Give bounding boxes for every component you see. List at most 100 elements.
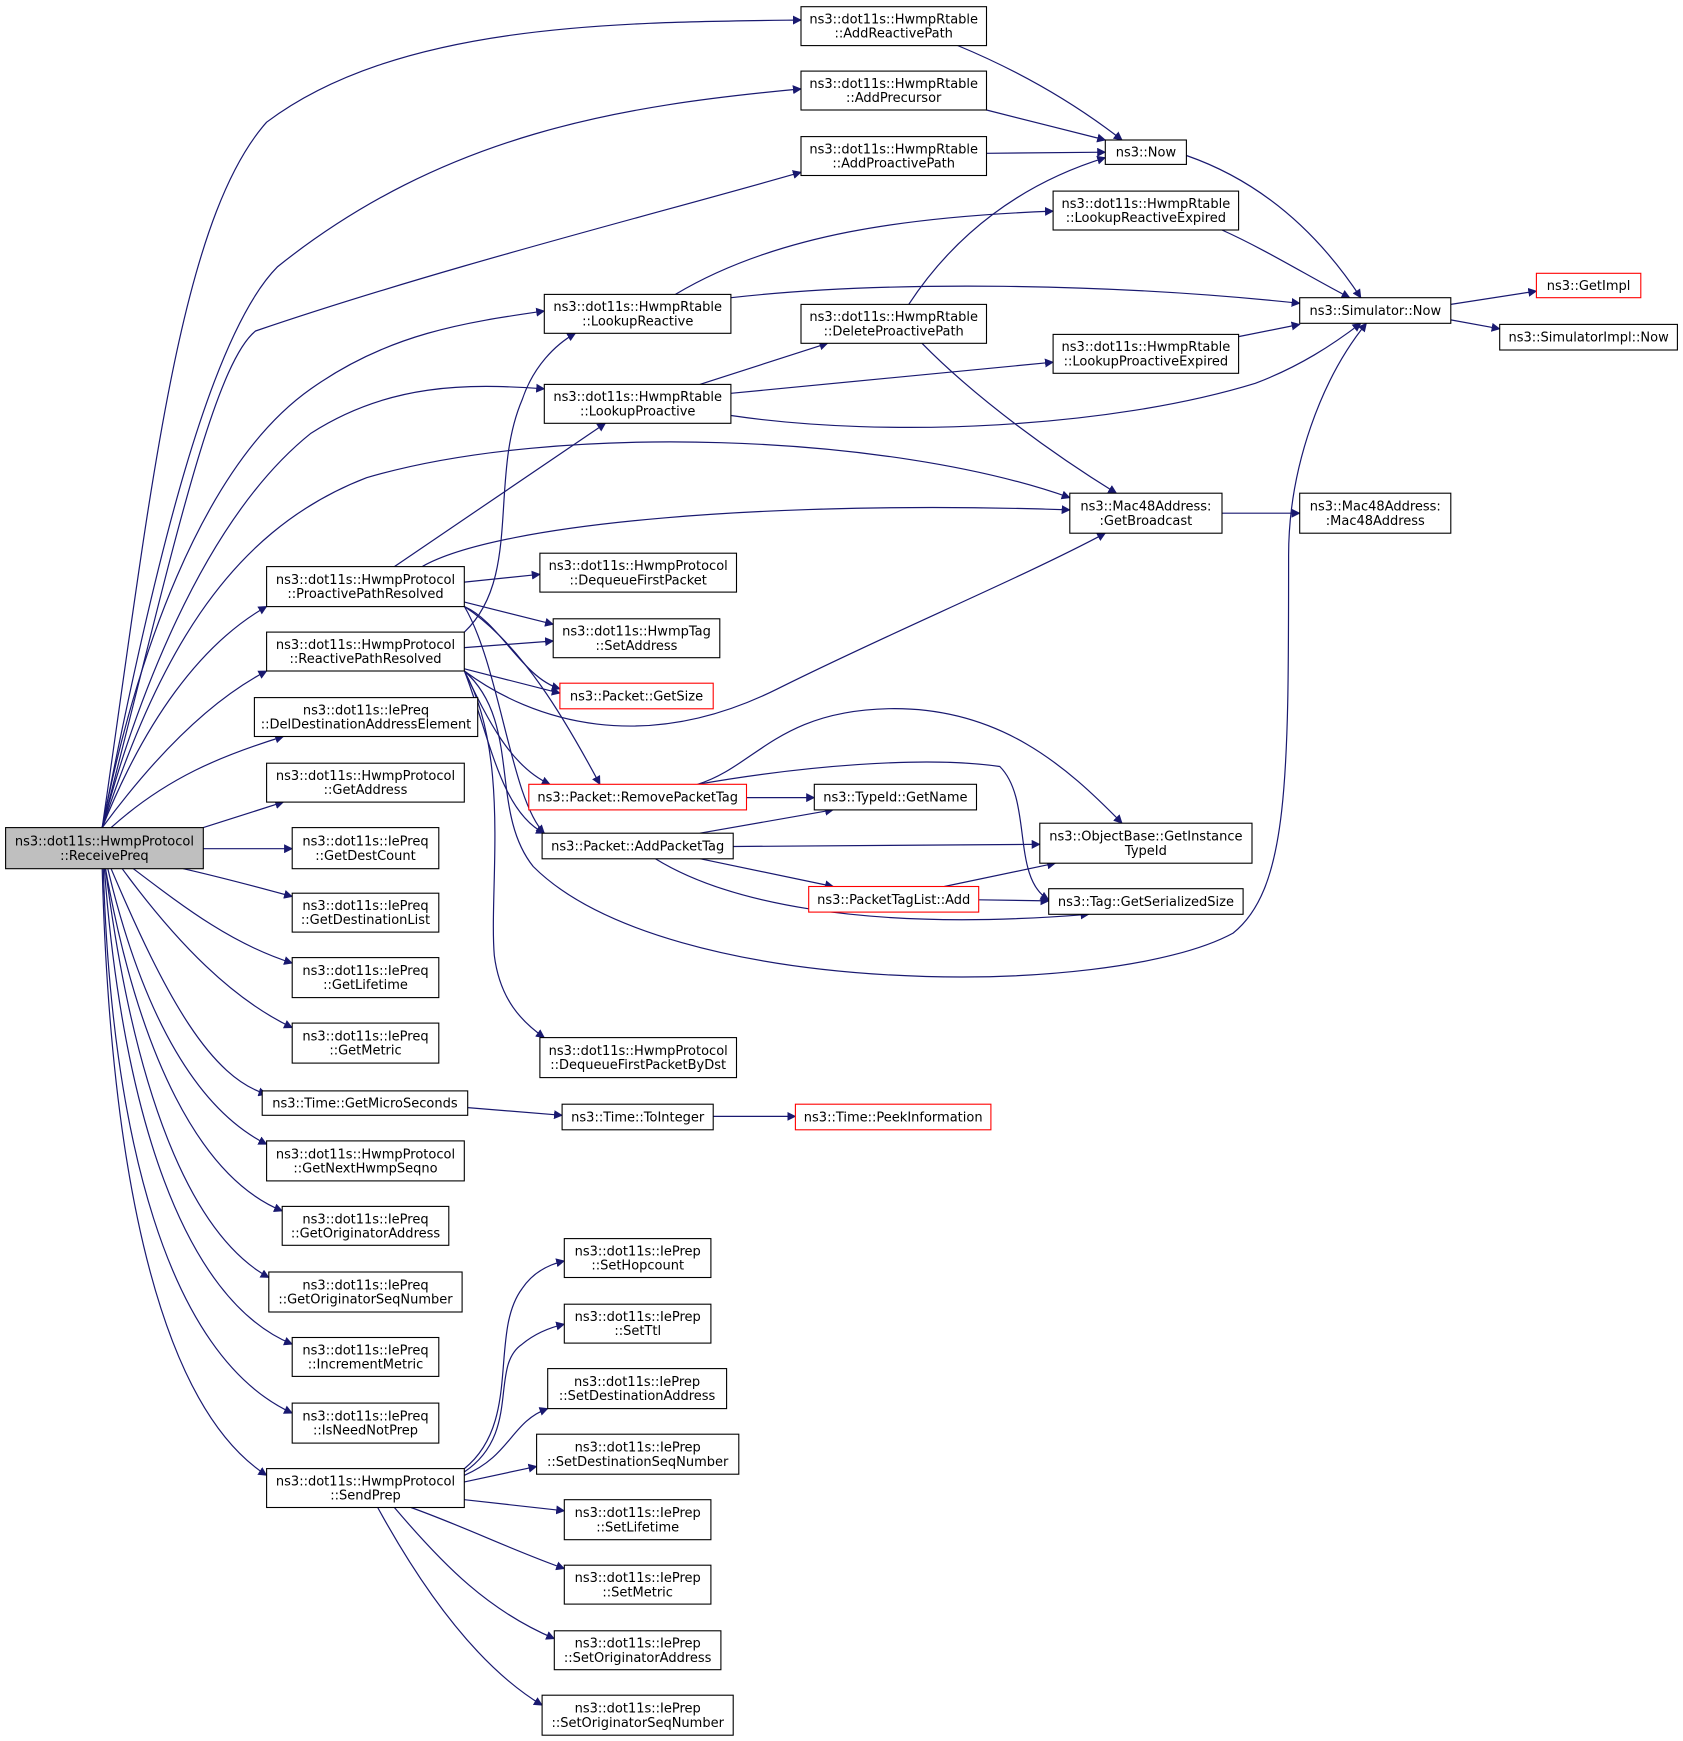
- node-label: ns3::dot11s::IePreq: [302, 1212, 428, 1227]
- node-typeidgetname[interactable]: ns3::TypeId::GetName: [813, 783, 978, 811]
- node-getbroadcast[interactable]: ns3::Mac48Address::GetBroadcast: [1069, 492, 1223, 534]
- node-hwmptagsetaddress[interactable]: ns3::dot11s::HwmpTag::SetAddress: [552, 618, 721, 659]
- node-receivepreq[interactable]: ns3::dot11s::HwmpProtocol::ReceivePreq: [5, 827, 204, 870]
- node-getdestinationlist[interactable]: ns3::dot11s::IePreq::GetDestinationList: [291, 892, 440, 933]
- node-lookupreactiveexpired[interactable]: ns3::dot11s::HwmpRtable::LookupReactiveE…: [1052, 190, 1240, 231]
- node-label: ::LookupProactive: [580, 404, 695, 419]
- node-box: [1069, 492, 1223, 534]
- node-box: [261, 1090, 469, 1116]
- node-box: [541, 1694, 734, 1736]
- node-label: ::ProactivePathResolved: [287, 587, 443, 602]
- edge-now-to-simulatornow: [1186, 154, 1362, 299]
- node-box: [5, 827, 204, 870]
- edge-receivepreq-to-getbroadcast: [101, 441, 1071, 828]
- node-lookupreactive[interactable]: ns3::dot11s::HwmpRtable::LookupReactive: [543, 293, 732, 334]
- node-incrementmetric[interactable]: ns3::dot11s::IePreq::IncrementMetric: [291, 1336, 440, 1377]
- node-setoriginatoraddress[interactable]: ns3::dot11s::IePrep::SetOriginatorAddres…: [553, 1630, 722, 1671]
- edge-addpackettag-to-getinstancetypeid: [733, 839, 1041, 849]
- node-label: ns3::dot11s::HwmpRtable: [553, 300, 722, 315]
- node-label: ns3::Packet::RemovePacketTag: [537, 791, 738, 806]
- node-label: ns3::dot11s::HwmpProtocol: [276, 1474, 455, 1489]
- node-label: ::ReactivePathResolved: [289, 652, 441, 667]
- node-peekinformation[interactable]: ns3::Time::PeekInformation: [794, 1103, 992, 1131]
- node-box: [800, 6, 988, 47]
- node-box: [547, 1368, 728, 1410]
- node-setlifetime[interactable]: ns3::dot11s::IePrep::SetLifetime: [563, 1499, 712, 1541]
- edge-reactivepathresolved-to-getbroadcast: [464, 532, 1107, 727]
- node-mac48address[interactable]: ns3::Mac48Address::Mac48Address: [1299, 492, 1452, 534]
- node-label: ::IsNeedNotPrep: [313, 1424, 418, 1439]
- edge-lookupproactive-to-lookupproactiveexpired: [730, 358, 1054, 394]
- node-timetointeger[interactable]: ns3::Time::ToInteger: [561, 1103, 714, 1131]
- node-label: ::GetDestCount: [315, 849, 415, 864]
- node-getlifetime[interactable]: ns3::dot11s::IePreq::GetLifetime: [291, 957, 440, 999]
- node-packetgetsize[interactable]: ns3::Packet::GetSize: [559, 682, 714, 710]
- node-box: [266, 1140, 465, 1182]
- node-label: ns3::dot11s::IePreq: [302, 964, 428, 979]
- node-packettaglistadd[interactable]: ns3::PacketTagList::Add: [808, 885, 980, 913]
- node-dequeuefirstpacket[interactable]: ns3::dot11s::HwmpProtocol::DequeueFirstP…: [539, 552, 738, 593]
- node-label: ns3::dot11s::HwmpProtocol: [276, 1147, 455, 1162]
- node-label: ns3::dot11s::IePrep: [575, 1571, 701, 1586]
- node-box: [794, 1103, 992, 1131]
- node-setoriginatorseqnumber[interactable]: ns3::dot11s::IePrep::SetOriginatorSeqNum…: [541, 1694, 734, 1736]
- node-setdestinationseqnumber[interactable]: ns3::dot11s::IePrep::SetDestinationSeqNu…: [536, 1433, 740, 1475]
- node-setdestinationaddress[interactable]: ns3::dot11s::IePrep::SetDestinationAddre…: [547, 1368, 728, 1410]
- node-box: [808, 885, 980, 913]
- node-addreactivepath[interactable]: ns3::dot11s::HwmpRtable::AddReactivePath: [800, 6, 988, 47]
- node-label: ns3::dot11s::HwmpProtocol: [549, 1044, 728, 1059]
- node-getoriginatoraddress[interactable]: ns3::dot11s::IePreq::GetOriginatorAddres…: [281, 1205, 450, 1246]
- node-deldestinationaddresselement[interactable]: ns3::dot11s::IePreq::DelDestinationAddre…: [253, 697, 479, 738]
- node-label: ::SetLifetime: [596, 1520, 679, 1535]
- node-label: ::GetOriginatorSeqNumber: [278, 1293, 453, 1308]
- node-addpackettag[interactable]: ns3::Packet::AddPacketTag: [541, 832, 734, 860]
- node-removepackettag[interactable]: ns3::Packet::RemovePacketTag: [528, 783, 748, 811]
- node-getdestcount[interactable]: ns3::dot11s::IePreq::GetDestCount: [291, 827, 440, 870]
- node-isneednotprep[interactable]: ns3::dot11s::IePreq::IsNeedNotPrep: [291, 1402, 440, 1444]
- node-label: ns3::dot11s::IePrep: [574, 1375, 700, 1390]
- edge-packettaglistadd-to-getinstancetypeid: [944, 860, 1057, 888]
- node-taggetserializedsize[interactable]: ns3::Tag::GetSerializedSize: [1048, 888, 1244, 915]
- edge-receivepreq-to-lookupreactive: [101, 307, 546, 828]
- node-sendprep[interactable]: ns3::dot11s::HwmpProtocol::SendPrep: [266, 1468, 465, 1509]
- edge-packettaglistadd-to-taggetserializedsize: [978, 896, 1050, 906]
- node-lookupproactiveexpired[interactable]: ns3::dot11s::HwmpRtable::LookupProactive…: [1052, 333, 1240, 374]
- node-label: ns3::dot11s::HwmpProtocol: [276, 769, 455, 784]
- node-setttl[interactable]: ns3::dot11s::IePrep::SetTtl: [563, 1303, 712, 1344]
- node-addprecursor[interactable]: ns3::dot11s::HwmpRtable::AddPrecursor: [800, 70, 988, 111]
- node-dequeuefirstpacketbydst[interactable]: ns3::dot11s::HwmpProtocol::DequeueFirstP…: [539, 1037, 738, 1079]
- node-getnexthwmpseqno[interactable]: ns3::dot11s::HwmpProtocol::GetNextHwmpSe…: [266, 1140, 465, 1182]
- edge-receivepreq-to-sendprep: [101, 868, 268, 1476]
- edge-addreactivepath-to-now: [957, 44, 1123, 141]
- node-deleteproactivepath[interactable]: ns3::dot11s::HwmpRtable::DeleteProactive…: [800, 303, 988, 344]
- edge-reactivepathresolved-to-addpackettag: [463, 670, 546, 834]
- edge-addprecursor-to-now: [986, 109, 1107, 143]
- node-setmetric[interactable]: ns3::dot11s::IePrep::SetMetric: [563, 1564, 712, 1605]
- node-proactivepathresolved[interactable]: ns3::dot11s::HwmpProtocol::ProactivePath…: [266, 566, 465, 608]
- node-box: [543, 293, 732, 334]
- edge-receivepreq-to-getdestinationlist: [183, 868, 294, 899]
- node-now[interactable]: ns3::Now: [1104, 139, 1187, 165]
- node-label: ns3::dot11s::IePrep: [575, 1310, 701, 1325]
- node-getmicroseconds[interactable]: ns3::Time::GetMicroSeconds: [261, 1090, 469, 1116]
- node-box: [291, 1402, 440, 1444]
- node-getaddress[interactable]: ns3::dot11s::HwmpProtocol::GetAddress: [266, 762, 465, 803]
- node-label: TypeId: [1124, 844, 1167, 859]
- node-sethopcount[interactable]: ns3::dot11s::IePrep::SetHopcount: [563, 1238, 712, 1279]
- edge-receivepreq-to-getlifetime: [132, 868, 294, 965]
- edge-receivepreq-to-getmicroseconds: [110, 868, 268, 1097]
- node-lookupproactive[interactable]: ns3::dot11s::HwmpRtable::LookupProactive: [543, 383, 732, 424]
- node-label: ns3::dot11s::IePreq: [302, 1343, 428, 1358]
- node-reactivepathresolved[interactable]: ns3::dot11s::HwmpProtocol::ReactivePathR…: [266, 631, 465, 672]
- edge-sendprep-to-setoriginatoraddress: [393, 1507, 556, 1640]
- node-simulatorimplnow[interactable]: ns3::SimulatorImpl::Now: [1499, 323, 1678, 351]
- edge-sendprep-to-sethopcount: [464, 1258, 566, 1470]
- node-simulatornow[interactable]: ns3::Simulator::Now: [1299, 297, 1452, 324]
- node-getmetric[interactable]: ns3::dot11s::IePreq::GetMetric: [291, 1022, 440, 1064]
- node-getoriginatorseqnumber[interactable]: ns3::dot11s::IePreq::GetOriginatorSeqNum…: [268, 1271, 463, 1313]
- node-getimpl[interactable]: ns3::GetImpl: [1535, 272, 1642, 299]
- node-box: [268, 1271, 463, 1313]
- node-addproactivepath[interactable]: ns3::dot11s::HwmpRtable::AddProactivePat…: [800, 136, 988, 177]
